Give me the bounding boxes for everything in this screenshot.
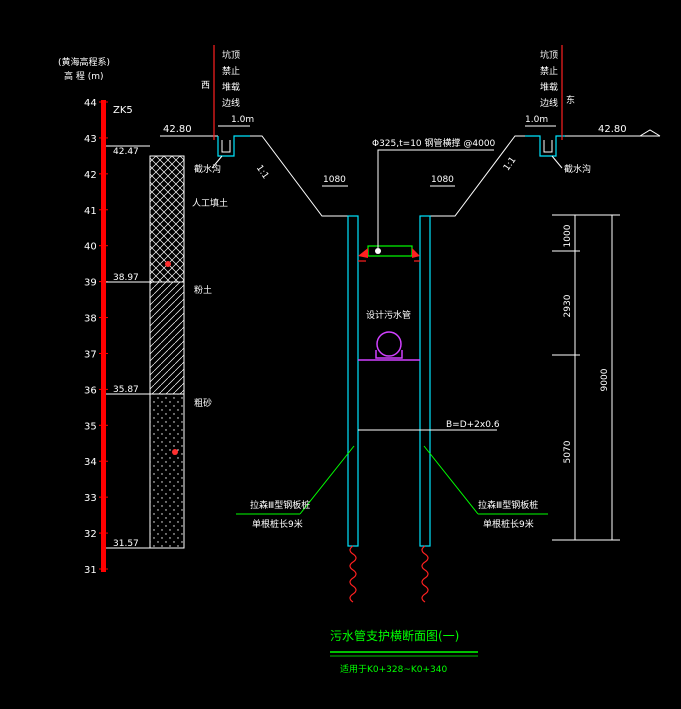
width-label: B=D+2x0.6 xyxy=(446,420,500,430)
layer-name: 人工填土 xyxy=(192,197,228,209)
axis-bar xyxy=(101,100,106,572)
direction-west: 西 xyxy=(201,80,210,91)
title-block: 污水管支护横断面图(一) 适用于K0+328~K0+340 xyxy=(330,628,478,675)
drain-left-label: 截水沟 xyxy=(194,163,221,175)
borehole-id: ZK5 xyxy=(113,105,133,116)
bench-left-dim: 1080 xyxy=(323,175,346,185)
excavation-outline: 42.80 1.0m 1:1 截水沟 1080 42.80 1.0m 1:1 截… xyxy=(160,45,661,217)
dim-segment-3: 5070 xyxy=(563,440,573,463)
leader xyxy=(423,445,479,515)
strut-leader xyxy=(377,149,494,248)
leader xyxy=(299,445,355,515)
svg-text:边线: 边线 xyxy=(222,97,240,109)
pile-tip-left xyxy=(349,545,357,603)
svg-text:堆载: 堆载 xyxy=(540,81,558,93)
pipe-label: 设计污水管 xyxy=(366,309,411,321)
elevation-axis: (黄海高程系) 高 程 (m) 44 43 42 41 40 39 38 37 36 35 34 33… xyxy=(58,56,110,576)
axis-title-line2: 高 程 (m) xyxy=(64,70,104,82)
drawing-subtitle: 适用于K0+328~K0+340 xyxy=(340,664,448,675)
ground-left-dist: 1.0m xyxy=(231,115,254,125)
direction-east: 东 xyxy=(566,94,575,106)
layer-fill-fill xyxy=(150,156,184,282)
svg-text:禁止: 禁止 xyxy=(222,65,240,77)
layer-bottom-elevation: 31.57 xyxy=(113,539,139,549)
slope-left xyxy=(250,135,348,217)
layer-name: 粉土 xyxy=(194,284,212,296)
axis-tick-label: 39 xyxy=(84,278,97,289)
strut-pipe xyxy=(367,245,413,257)
pipe-cradle xyxy=(375,350,403,359)
drain-ditch-right-inner xyxy=(543,140,553,153)
sewer-pipe: 设计污水管 xyxy=(358,309,420,361)
layer-fill-sand xyxy=(150,394,184,548)
axis-title-line1: (黄海高程系) xyxy=(58,56,110,68)
strut-bracket-right xyxy=(412,248,420,258)
pile-right-label-1: 拉森Ⅲ型钢板桩 xyxy=(478,499,538,511)
svg-text:坑顶: 坑顶 xyxy=(540,49,558,61)
axis-tick-label: 43 xyxy=(84,134,97,145)
drain-right-label: 截水沟 xyxy=(564,163,591,175)
axis-tick-label: 40 xyxy=(84,242,97,253)
sheet-pile-left xyxy=(347,215,359,547)
axis-tick-label: 44 xyxy=(84,98,97,109)
svg-text:禁止: 禁止 xyxy=(540,65,558,77)
svg-text:边线: 边线 xyxy=(540,97,558,109)
trench-width: B=D+2x0.6 xyxy=(358,420,500,431)
axis-tick-label: 31 xyxy=(84,565,97,576)
axis-tick-label: 38 xyxy=(84,314,97,325)
leader xyxy=(551,155,563,169)
dim-segment-2: 2930 xyxy=(563,294,573,317)
drain-ditch-left xyxy=(217,135,250,157)
drain-ditch-right xyxy=(525,135,565,157)
slope-left-ratio: 1:1 xyxy=(254,164,270,182)
drawing-title: 污水管支护横断面图(一) xyxy=(330,628,459,643)
strut-section xyxy=(375,248,381,254)
axis-tick-label: 32 xyxy=(84,529,97,540)
drain-ditch-left-inner xyxy=(221,140,231,153)
ground-right-elevation: 42.80 xyxy=(598,124,627,135)
pile-left-label-2: 单根桩长9米 xyxy=(252,518,303,530)
layer-bottom-elevation: 35.87 xyxy=(113,385,139,395)
sample-marker xyxy=(172,449,178,455)
axis-ticks: 44 43 42 41 40 39 38 37 36 35 34 33 32 31 xyxy=(84,98,108,576)
dimension-chain: 1000 2930 5070 9000 xyxy=(552,214,620,541)
svg-text:堆载: 堆载 xyxy=(222,81,240,93)
axis-tick-label: 34 xyxy=(84,457,97,468)
dim-segment-1: 1000 xyxy=(563,224,573,247)
strut-bracket-left xyxy=(358,248,368,258)
axis-tick-label: 35 xyxy=(84,421,97,432)
sheet-pile-right xyxy=(419,215,431,547)
svg-text:坑顶: 坑顶 xyxy=(222,49,240,61)
pipe-circle xyxy=(376,331,402,357)
ground-right-dist: 1.0m xyxy=(525,115,548,125)
borehole-top-elevation: 42.47 xyxy=(113,147,139,157)
pile-tip-right xyxy=(421,545,429,603)
pile-labels: 拉森Ⅲ型钢板桩 单根桩长9米 拉森Ⅲ型钢板桩 单根桩长9米 xyxy=(236,445,548,530)
warn-text-right: 坑顶 禁止 堆载 边线 xyxy=(540,49,558,109)
pile-right-label-2: 单根桩长9米 xyxy=(483,518,534,530)
strut-label: Φ325,t=10 钢管横撑 @4000 xyxy=(372,137,496,149)
axis-tick-label: 41 xyxy=(84,206,97,217)
bench-right-dim: 1080 xyxy=(431,175,454,185)
layer-fill-silt xyxy=(150,282,184,394)
layer-bottom-elevation: 38.97 xyxy=(113,273,139,283)
axis-tick-label: 37 xyxy=(84,349,97,360)
slope-right xyxy=(430,135,525,217)
axis-tick-label: 36 xyxy=(84,385,97,396)
leader xyxy=(211,155,223,169)
axis-tick-label: 33 xyxy=(84,493,97,504)
slope-right-ratio: 1:1 xyxy=(502,155,518,173)
elev-marker xyxy=(639,129,661,137)
sheet-piles xyxy=(347,215,431,603)
axis-tick-label: 42 xyxy=(84,170,97,181)
pile-left-label-1: 拉森Ⅲ型钢板桩 xyxy=(250,499,310,511)
ground-left-elevation: 42.80 xyxy=(163,124,192,135)
sample-marker xyxy=(165,261,171,267)
borehole-column: ZK5 42.47 38.97 35.87 31.57 人工填土 xyxy=(106,105,228,549)
warn-text-left: 坑顶 禁止 堆载 边线 xyxy=(222,49,240,109)
steel-strut: Φ325,t=10 钢管横撑 @4000 xyxy=(358,137,496,262)
layer-name: 粗砂 xyxy=(194,397,212,409)
dim-total: 9000 xyxy=(600,368,610,391)
